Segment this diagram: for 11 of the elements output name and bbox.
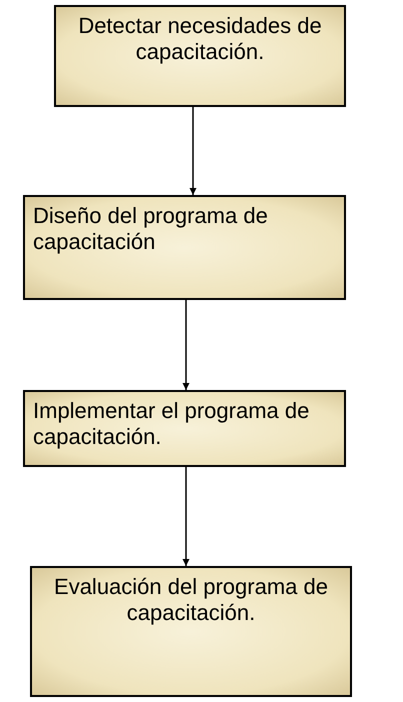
process-box xyxy=(23,390,346,467)
arrow xyxy=(182,300,190,390)
arrow xyxy=(190,107,196,195)
process-box xyxy=(23,195,346,300)
process-box xyxy=(54,5,346,107)
box-text: Diseño del programa de capacitación xyxy=(33,203,269,256)
box-text: Implementar el programa de capacitación. xyxy=(33,398,310,451)
arrow xyxy=(182,467,190,566)
box-text: Detectar necesidades de capacitación. xyxy=(77,13,323,66)
process-box xyxy=(30,566,352,697)
box-text: Evaluación del programa de capacitación. xyxy=(53,574,329,627)
